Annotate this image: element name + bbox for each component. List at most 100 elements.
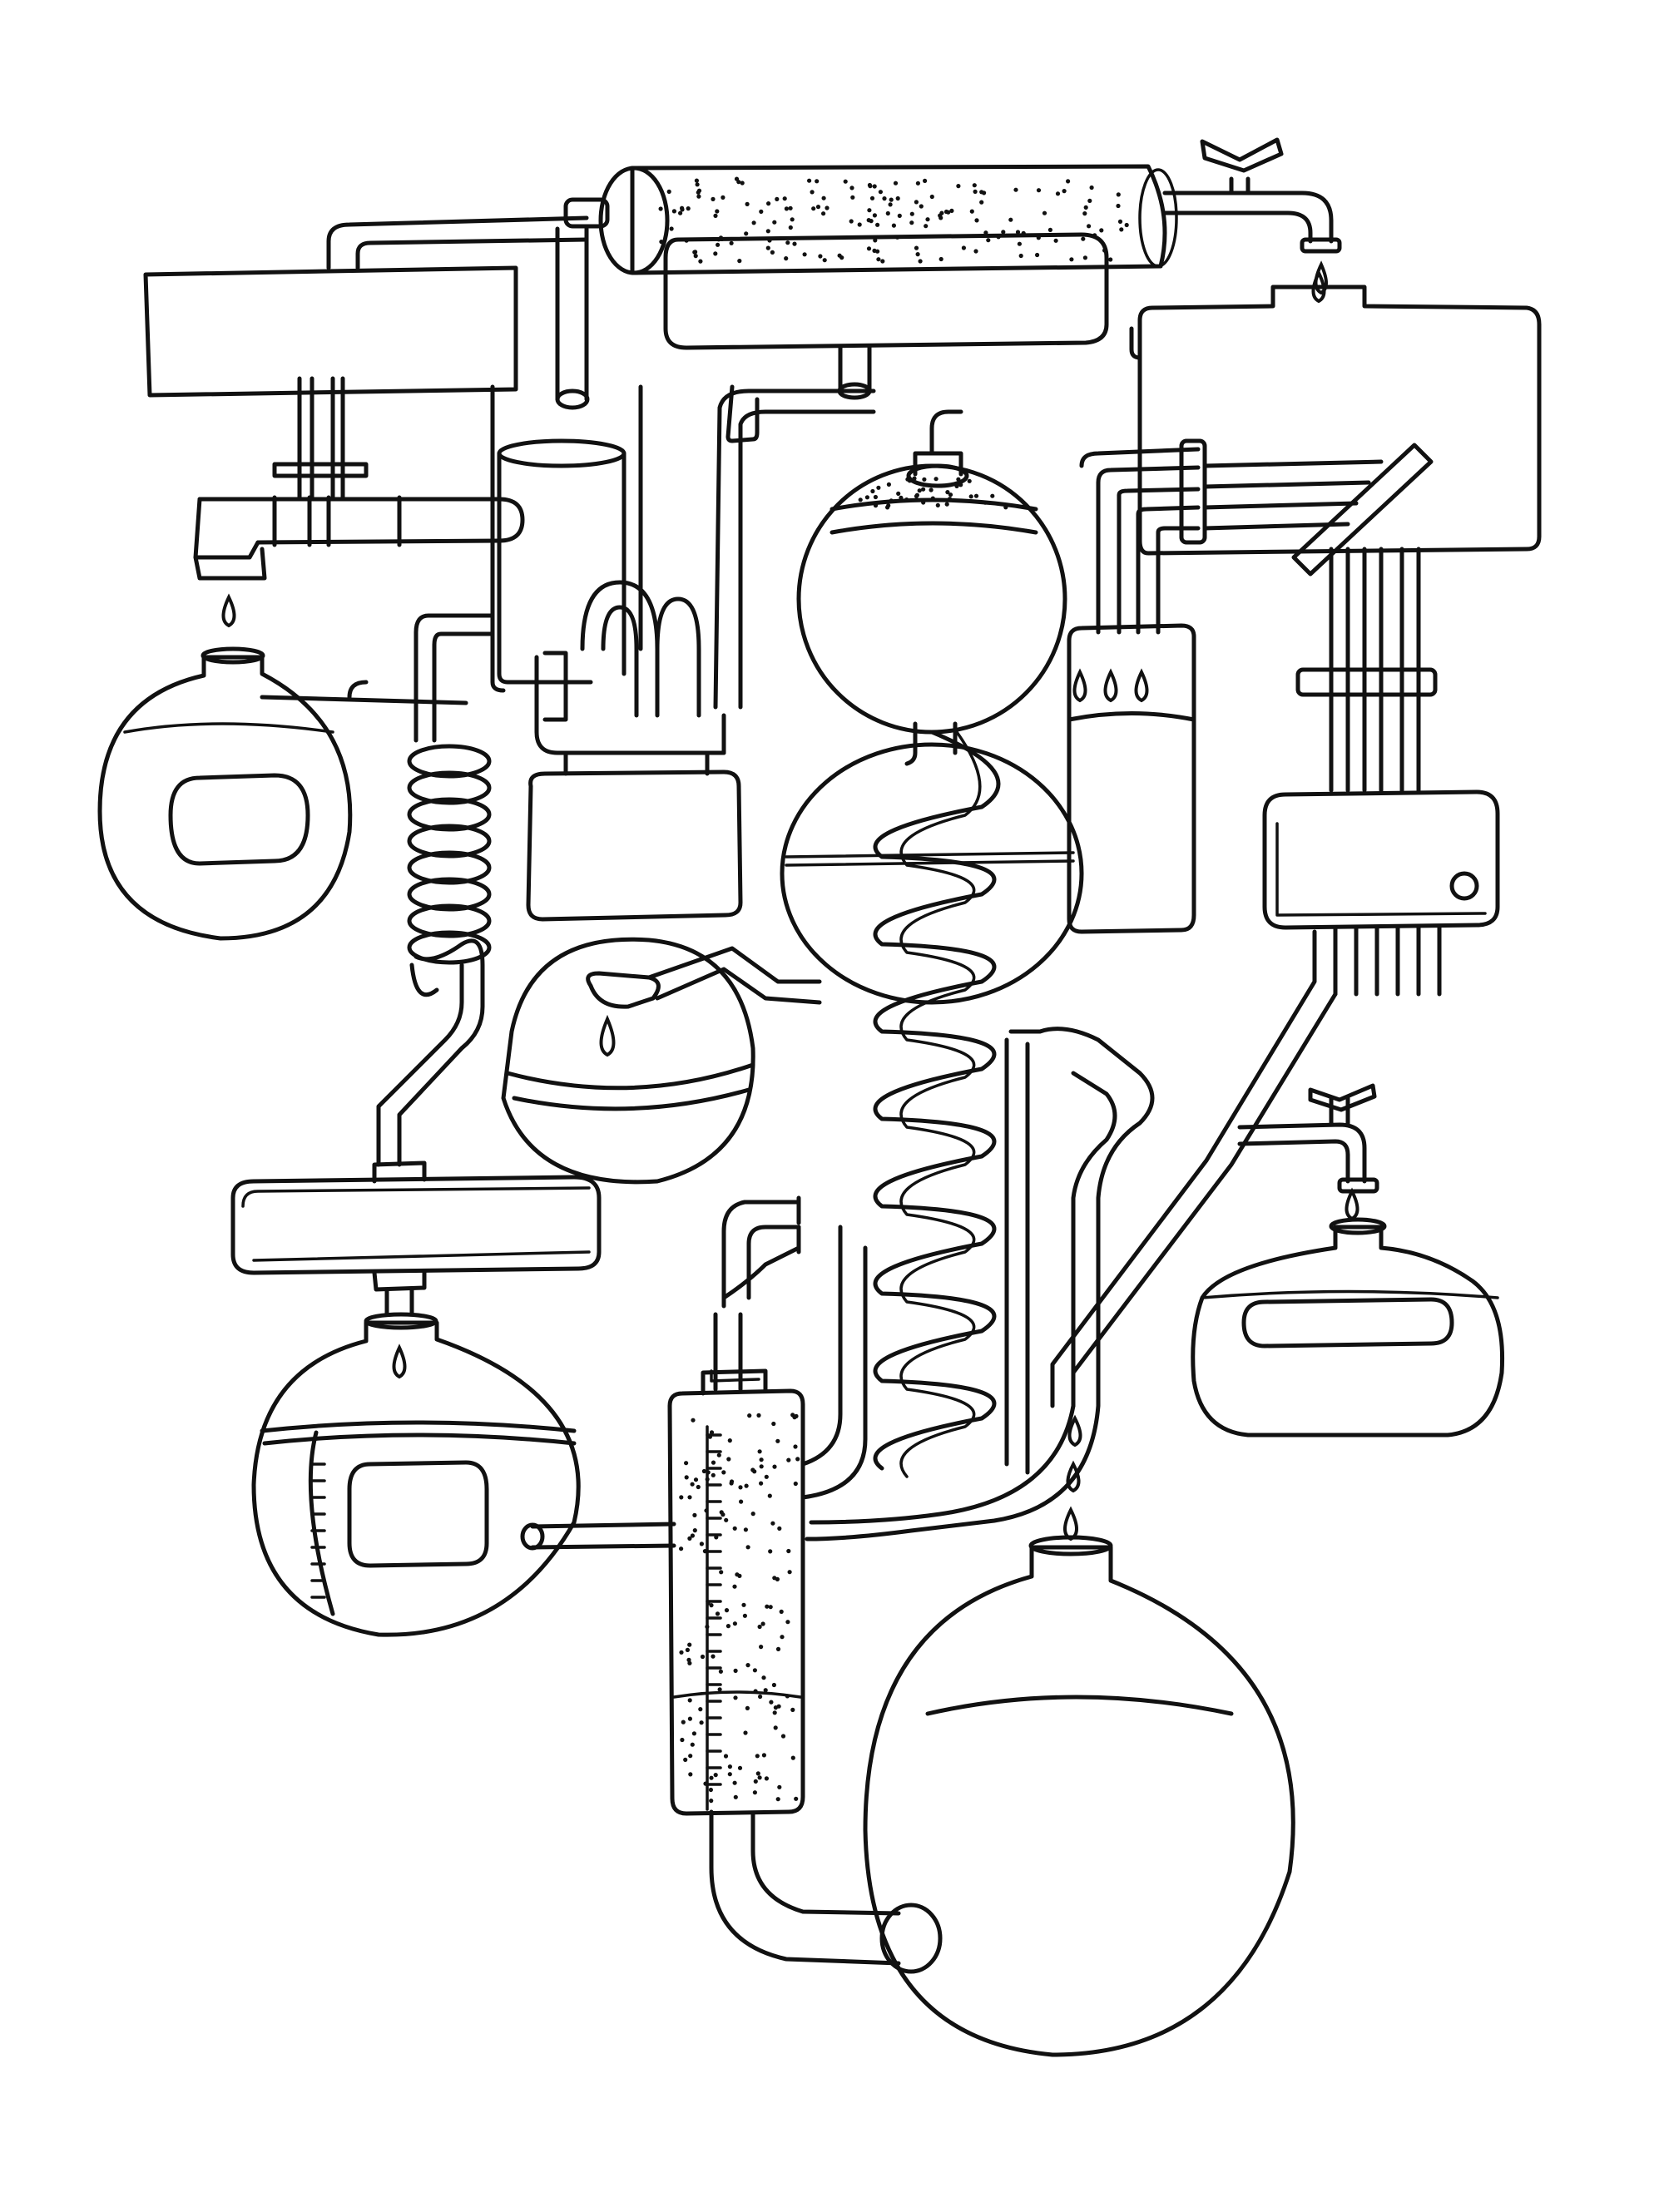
stipple-dot — [772, 1464, 777, 1469]
stipple-dot — [771, 1421, 776, 1427]
stipple-dot — [759, 1481, 764, 1486]
stipple-dot — [868, 184, 873, 189]
stipple-dot — [687, 1536, 692, 1541]
left-coil-condenser — [376, 613, 493, 1167]
stipple-dot — [930, 496, 935, 501]
stipple-dot — [811, 206, 816, 211]
stipple-dot — [973, 249, 978, 254]
stipple-dot — [679, 1495, 684, 1500]
stipple-dot — [793, 1444, 798, 1449]
stipple-dot — [688, 1772, 693, 1777]
stipple-dot — [692, 1512, 697, 1517]
stipple-dot — [886, 482, 891, 487]
stipple-dot — [713, 213, 718, 218]
stipple-dot — [922, 477, 927, 482]
u-tube-trap — [534, 384, 876, 755]
stipple-dot — [782, 196, 787, 201]
graduated-cylinder — [667, 1027, 1155, 1816]
stipple-dot — [707, 1434, 713, 1439]
stipple-dot — [790, 1755, 795, 1760]
coil-loop — [407, 903, 492, 938]
stipple-dot — [738, 1485, 743, 1490]
stipple-dot — [714, 1535, 719, 1540]
coil-outer — [873, 730, 1001, 1471]
vertical-pipe — [555, 226, 590, 410]
stipple-dot — [777, 1526, 782, 1531]
stipple-dot — [850, 195, 855, 200]
stipple-dot — [687, 1698, 692, 1703]
stipple-dot — [709, 1775, 714, 1780]
stipple-dot — [687, 1642, 692, 1647]
stipple-dot — [954, 483, 959, 489]
stipple-dot — [869, 195, 875, 200]
stipple-dot — [772, 1710, 777, 1715]
stipple-dot — [686, 206, 691, 211]
stipple-dot — [912, 476, 917, 481]
stipple-dot — [914, 493, 919, 499]
stipple-dot — [873, 503, 879, 508]
stipple-dot — [866, 246, 872, 251]
stipple-dot — [784, 206, 790, 211]
stipple-dot — [815, 179, 820, 184]
stipple-dot — [680, 1737, 685, 1743]
stipple-dot — [1035, 252, 1040, 258]
stipple-dot — [698, 259, 703, 264]
stipple-dot — [696, 188, 702, 193]
stipple-dot — [751, 220, 756, 225]
stipple-dot — [1042, 210, 1047, 215]
stipple-dot — [767, 1493, 772, 1498]
stipple-dot — [924, 224, 929, 229]
stipple-dot — [794, 1796, 799, 1801]
stipple-dot — [699, 1541, 705, 1546]
stipple-dot — [666, 189, 671, 194]
stipple-dot — [717, 1687, 722, 1692]
stipple-dot — [764, 1776, 770, 1781]
stipple-dot — [686, 1657, 691, 1662]
stipple-dot — [821, 195, 826, 200]
stipple-dot — [713, 1773, 718, 1778]
stipple-dot — [872, 184, 877, 189]
stipple-dot — [679, 1546, 684, 1551]
stipple-dot — [1047, 227, 1052, 232]
stipple-dot — [843, 179, 848, 184]
stipple-dot — [1053, 238, 1058, 243]
coil-loop — [407, 877, 492, 912]
stipple-dot — [756, 1413, 761, 1418]
stipple-dot — [1062, 189, 1067, 194]
stipple-dot — [878, 190, 883, 195]
stipple-dot — [1017, 241, 1022, 246]
stipple-dot — [776, 1704, 781, 1709]
stipple-dot — [921, 487, 926, 492]
stipple-dot — [905, 477, 910, 482]
stipple-dot — [729, 240, 734, 245]
stipple-dot — [958, 482, 963, 487]
stipple-dot — [873, 238, 878, 243]
stipple-dot — [678, 210, 683, 215]
stipple-dot — [755, 1771, 760, 1776]
stipple-dot — [739, 1499, 744, 1504]
stipple-dot — [659, 240, 664, 245]
stipple-dot — [732, 1621, 738, 1626]
stipple-dot — [948, 492, 953, 497]
stipple-dot — [744, 231, 749, 236]
center-top-tray — [663, 232, 1109, 400]
stipple-dot — [1082, 211, 1087, 216]
stipple-dot — [785, 1694, 790, 1699]
stipple-dot — [949, 208, 954, 213]
stipple-dot — [733, 1794, 738, 1799]
stipple-dot — [870, 488, 875, 494]
stipple-dot — [944, 502, 949, 507]
stipple-dot — [706, 1601, 711, 1606]
stipple-dot — [858, 497, 863, 502]
stipple-dot — [770, 1521, 775, 1526]
stipple-dot — [709, 1430, 715, 1435]
stipple-dot — [787, 1570, 792, 1575]
coil-loop — [407, 797, 492, 832]
stipple-dot — [775, 1576, 780, 1581]
stipple-dot — [938, 256, 943, 262]
stipple-dot — [758, 1694, 763, 1700]
coil-loop — [407, 850, 492, 885]
stipple-dot — [1018, 253, 1023, 259]
stipple-dot — [818, 254, 823, 259]
stipple-dot — [737, 1765, 743, 1770]
